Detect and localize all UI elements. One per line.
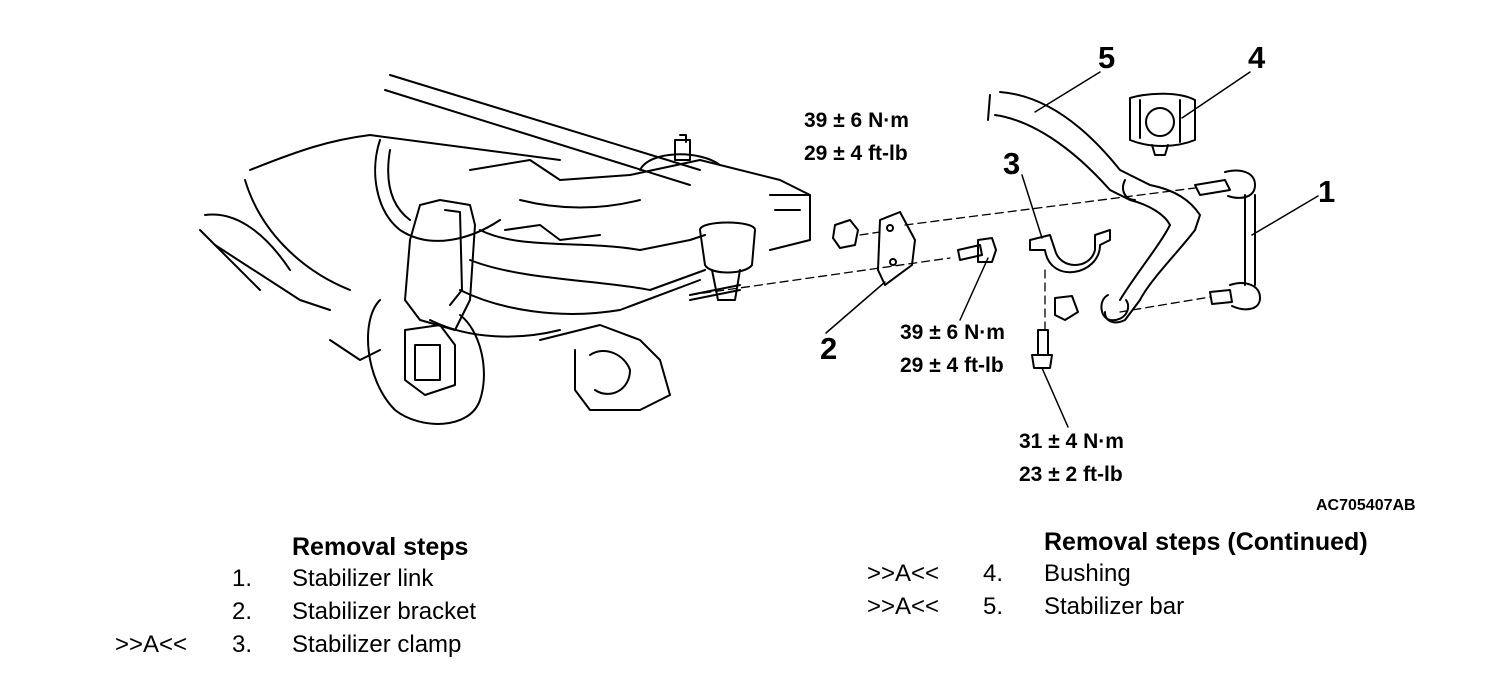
torque-ftlb: 23 ± 2 ft-lb (1019, 463, 1123, 486)
step-item: 1. Stabilizer link (115, 565, 535, 598)
callout-4: 4 (1248, 40, 1266, 75)
step-number: 1. (232, 565, 253, 592)
callout-5: 5 (1098, 40, 1116, 75)
leader-lines (825, 71, 1319, 428)
step-marker: >>A<< (867, 560, 940, 587)
callout-3: 3 (1003, 146, 1021, 181)
figure-code: AC705407AB (1316, 497, 1416, 514)
torque-nm: 39 ± 6 N·m (804, 109, 909, 132)
assembly-guide-lines (689, 187, 1211, 331)
step-label: Stabilizer link (292, 565, 434, 592)
torque-nm: 39 ± 6 N·m (900, 321, 1005, 344)
step-label: Stabilizer bar (1044, 593, 1185, 620)
bushing-drawing (1129, 92, 1196, 156)
step-item: >>A<< 3. Stabilizer clamp (115, 631, 535, 664)
bracket-hardware-drawing (832, 211, 1111, 369)
torque-bracket-nut: 39 ± 6 N·m 29 ± 4 ft-lb (804, 104, 909, 170)
torque-clamp-bolt: 31 ± 4 N·m 23 ± 2 ft-lb (1019, 425, 1124, 491)
stabilizer-assembly-illustration (199, 71, 1319, 428)
step-label: Stabilizer bracket (292, 598, 477, 625)
stabilizer-bar-drawing (987, 91, 1201, 324)
stabilizer-link-drawing (1194, 169, 1261, 311)
step-item: >>A<< 5. Stabilizer bar (867, 593, 1287, 626)
torque-bracket-bolt: 39 ± 6 N·m 29 ± 4 ft-lb (900, 316, 1005, 382)
torque-ftlb: 29 ± 4 ft-lb (900, 354, 1004, 377)
steps-left-title: Removal steps (292, 533, 469, 561)
callout-2: 2 (820, 331, 838, 366)
step-label: Stabilizer clamp (292, 631, 462, 658)
callout-1: 1 (1318, 174, 1336, 209)
step-number: 4. (983, 560, 1004, 587)
step-label: Bushing (1044, 560, 1131, 587)
step-number: 3. (232, 631, 253, 658)
step-item: 2. Stabilizer bracket (115, 598, 535, 631)
torque-ftlb: 29 ± 4 ft-lb (804, 142, 908, 165)
torque-nm: 31 ± 4 N·m (1019, 430, 1124, 453)
steps-right-title: Removal steps (Continued) (1044, 528, 1368, 556)
step-marker: >>A<< (115, 631, 188, 658)
crossmember-drawing (199, 74, 811, 425)
step-item: >>A<< 4. Bushing (867, 560, 1287, 593)
step-number: 2. (232, 598, 253, 625)
step-number: 5. (983, 593, 1004, 620)
step-marker: >>A<< (867, 593, 940, 620)
